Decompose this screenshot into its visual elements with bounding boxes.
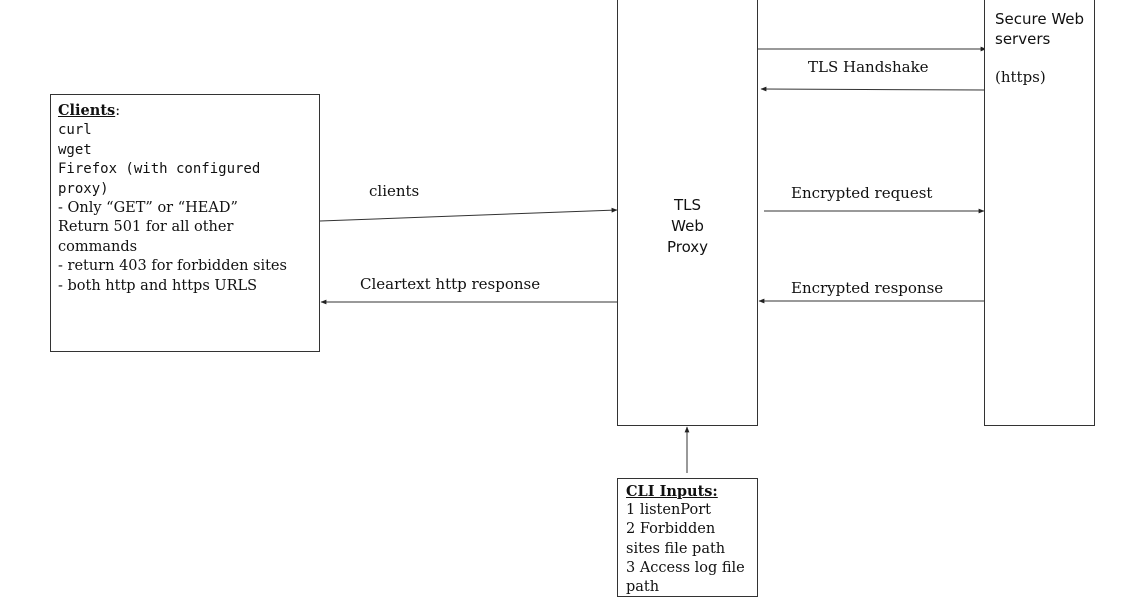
client-rule: - Only “GET” or “HEAD” (58, 200, 238, 217)
client-rule: - both http and https URLS (58, 277, 258, 294)
secure-web-servers-box: Secure Web servers (https) (984, 0, 1095, 426)
proxy-label-line: TLS (673, 196, 702, 214)
cli-heading: CLI Inputs: (626, 483, 718, 500)
clients-box: Clients: curl wget Firefox (with configu… (50, 94, 320, 352)
encrypted-response-label: Encrypted response (791, 279, 944, 297)
proxy-label-line: Web (671, 217, 704, 235)
clients-request-label: clients (369, 182, 420, 200)
servers-protocol: (https) (995, 68, 1046, 86)
encrypted-request-label: Encrypted request (791, 184, 933, 202)
cli-input-line: sites file path (626, 540, 726, 557)
clients-heading-line: Clients: (58, 101, 319, 121)
cli-input-line: 1 listenPort (626, 502, 711, 519)
tls-web-proxy-box: TLS Web Proxy (617, 0, 758, 426)
servers-to-proxy-handshake-arrow (760, 86, 987, 92)
client-rule: commands (58, 238, 138, 255)
cli-inputs-box: CLI Inputs: 1 listenPort 2 Forbidden sit… (617, 478, 758, 597)
servers-label-line: servers (995, 29, 1051, 48)
clients-heading-colon: : (115, 103, 121, 119)
client-tool: Firefox (with configured (58, 161, 261, 178)
clients-heading: Clients (58, 102, 116, 119)
client-rule: - return 403 for forbidden sites (58, 258, 287, 275)
tls-handshake-label: TLS Handshake (808, 58, 929, 76)
proxy-label: TLS Web Proxy (618, 195, 757, 258)
clients-to-proxy-arrow (319, 207, 618, 222)
cleartext-response-label: Cleartext http response (360, 275, 541, 293)
client-tool: wget (58, 141, 92, 158)
servers-label: Secure Web servers (995, 10, 1084, 49)
client-rule: Return 501 for all other (58, 219, 234, 236)
cli-input-line: path (626, 579, 660, 596)
client-tool: curl (58, 122, 92, 139)
client-tool: proxy) (58, 180, 109, 197)
cli-input-line: 2 Forbidden (626, 521, 716, 538)
proxy-label-line: Proxy (666, 238, 709, 256)
cli-input-line: 3 Access log file (626, 559, 745, 576)
servers-label-line: Secure Web (995, 10, 1085, 28)
